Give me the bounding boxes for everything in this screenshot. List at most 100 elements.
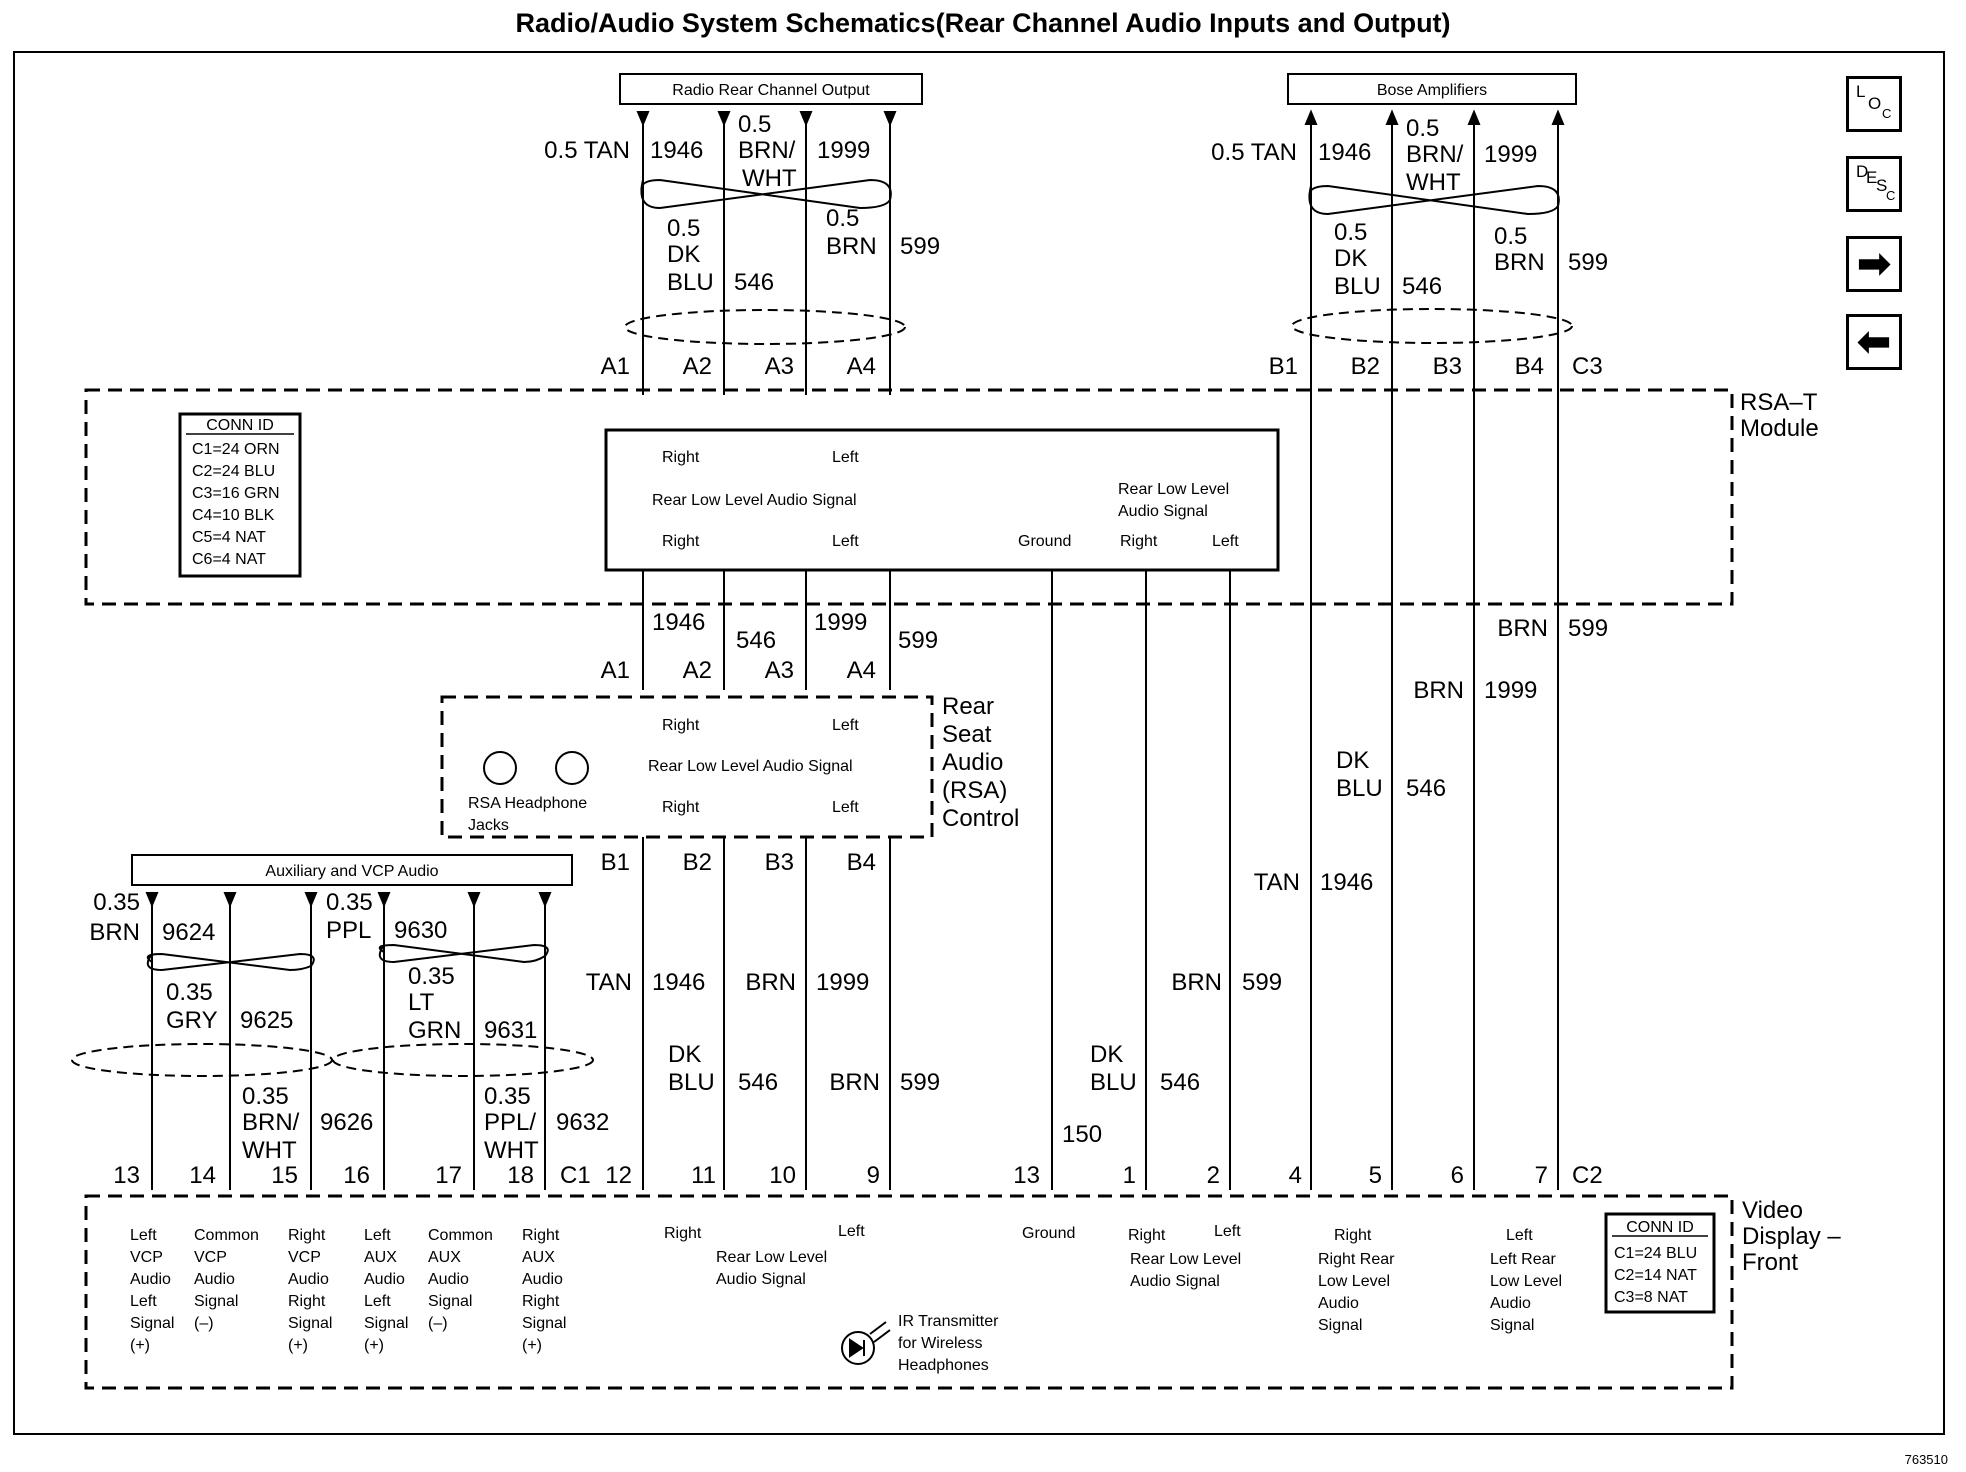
vd-t6: Signal <box>522 1315 566 1332</box>
rsat-ground: Ground <box>1018 533 1071 550</box>
rsa-signal: Rear Low Level Audio Signal <box>648 758 853 775</box>
top-left-wires <box>624 111 906 395</box>
mid-wire-labels: 1946 546 1999 599 A1 A2 A3 A4 BRN 599 BR… <box>601 609 1608 896</box>
rsa-name: Control <box>942 805 1019 832</box>
mid-wires <box>642 570 1231 1190</box>
loc-button[interactable]: L O C <box>1846 76 1902 132</box>
vd-lr3: Low Level <box>1490 1273 1562 1290</box>
headphone-jack-icon <box>483 751 517 785</box>
rsat-bot-left: Left <box>832 533 859 550</box>
aux-a3-l3: WHT <box>242 1137 297 1164</box>
mid-dk: DK <box>1336 747 1369 774</box>
vd-t6: Audio <box>522 1271 563 1288</box>
vd-t3: Audio <box>288 1271 329 1288</box>
vd-terminal-2: Common VCP Audio Signal (–) <box>194 1227 259 1332</box>
tl-w4-circuit: 546 <box>734 269 774 296</box>
rsa-pin-b1: B1 <box>601 849 630 876</box>
vd-terminal-4: Left AUX Audio Left Signal (+) <box>364 1227 408 1354</box>
vd-conn-id-title: CONN ID <box>1626 1219 1694 1236</box>
vd-lr3: Left <box>1506 1227 1533 1244</box>
vd-terminal-6: Right AUX Audio Right Signal (+) <box>522 1227 566 1354</box>
tl-w4-l2: DK <box>667 241 700 268</box>
rsa-pin-b4: B4 <box>847 849 876 876</box>
vd-t5: Common <box>428 1227 493 1244</box>
aux-a5-l3: GRN <box>408 1017 461 1044</box>
prev-arrow-button[interactable]: ⬅ <box>1846 314 1902 370</box>
vd-terminal-5: Common AUX Audio Signal (–) <box>428 1227 493 1332</box>
aux-a4-circuit: 9630 <box>394 917 447 944</box>
tr-w5-circuit: 599 <box>1568 249 1608 276</box>
mid-brn: BRN <box>1497 615 1548 642</box>
mid-blu: BLU <box>1336 775 1383 802</box>
rsat-conn-id: C3=16 GRN <box>192 485 280 502</box>
vd-lr3: Left Rear <box>1490 1251 1556 1268</box>
aux-a5-size: 0.35 <box>408 963 455 990</box>
lw-brn: BRN <box>745 969 796 996</box>
vd-t3: Right <box>288 1293 326 1310</box>
mid-tan: TAN <box>1254 869 1300 896</box>
loc-b: O <box>1868 94 1882 113</box>
vd-pin: 17 <box>435 1162 462 1189</box>
rsat-conn-id: C4=10 BLK <box>192 507 275 524</box>
tl-pin-a3: A3 <box>765 353 794 380</box>
vd-conn-id: C1=24 BLU <box>1614 1245 1697 1262</box>
vd-pin: 13 <box>113 1162 140 1189</box>
vd-t5: (–) <box>428 1315 448 1332</box>
tl-pin-a4: A4 <box>847 353 876 380</box>
rsa-name: (RSA) <box>942 777 1007 804</box>
desc-button[interactable]: D E S C <box>1846 156 1902 212</box>
vd-ground: Ground <box>1022 1225 1075 1242</box>
vd-rr-sig2: Audio Signal <box>716 1271 806 1288</box>
vd-pin: 14 <box>189 1162 216 1189</box>
vd-t1: Signal <box>130 1315 174 1332</box>
lw-ground-circuit: 150 <box>1062 1121 1102 1148</box>
mid-pin-a3: A3 <box>765 657 794 684</box>
tl-w1-size: 0.5 TAN <box>544 137 630 164</box>
rsat-conn-id-title: CONN ID <box>206 417 274 434</box>
mid-pin-a1: A1 <box>601 657 630 684</box>
aux-label: Auxiliary and VCP Audio <box>265 863 438 880</box>
aux-a6-l3: WHT <box>484 1137 539 1164</box>
rsat-top-left: Left <box>832 449 859 466</box>
rsa-jacks-l1: RSA Headphone <box>468 795 587 812</box>
rsa-name: Audio <box>942 749 1003 776</box>
aux-wires <box>71 892 594 1190</box>
vd-t4: Audio <box>364 1271 405 1288</box>
lw-c599: 599 <box>900 1069 940 1096</box>
aux-a6-l2: PPL/ <box>484 1109 536 1136</box>
tl-w3-circuit: 1999 <box>817 137 870 164</box>
rsa-pin-b2: B2 <box>683 849 712 876</box>
vd-t2: Signal <box>194 1293 238 1310</box>
aux-a2-size: 0.35 <box>166 979 213 1006</box>
vd-pin: 9 <box>867 1162 880 1189</box>
aux-a5-circuit: 9631 <box>484 1017 537 1044</box>
rsat-inner-box <box>604 428 1280 572</box>
headphone-jack-icon <box>555 751 589 785</box>
lw-r-546: 546 <box>1160 1069 1200 1096</box>
tr-w2-l2: BRN/ <box>1406 141 1464 168</box>
vd-t6: AUX <box>522 1249 555 1266</box>
tr-w5-l2: BRN <box>1494 249 1545 276</box>
vd-t2: Audio <box>194 1271 235 1288</box>
rsat-rl-l1: Rear Low Level <box>1118 481 1229 498</box>
aux-a3-size: 0.35 <box>242 1083 289 1110</box>
rsa-left-bot: Left <box>832 799 859 816</box>
aux-a3-circuit: 9626 <box>320 1109 373 1136</box>
vd-r2-sig1: Rear Low Level <box>1130 1251 1241 1268</box>
tr-pin-b2: B2 <box>1351 353 1380 380</box>
vd-t3: (+) <box>288 1337 308 1354</box>
next-arrow-button[interactable]: ➡ <box>1846 236 1902 292</box>
vd-t4: AUX <box>364 1249 397 1266</box>
right-arrow-icon: ➡ <box>1857 242 1891 286</box>
vd-pin: 7 <box>1535 1162 1548 1189</box>
rsat-conn-id: C6=4 NAT <box>192 551 266 568</box>
desc-c: S <box>1876 176 1888 195</box>
rsat-name-l2: Module <box>1740 415 1819 442</box>
vd-pin: 12 <box>605 1162 632 1189</box>
tr-w2-l1: 0.5 <box>1406 115 1439 142</box>
vd-r2-right: Right <box>1128 1227 1166 1244</box>
aux-wire-labels: 0.35 BRN 9624 0.35 GRY 9625 0.35 BRN/ WH… <box>89 889 609 1164</box>
vd-r2-sig2: Audio Signal <box>1130 1273 1220 1290</box>
video-display: Video Display – Front 13 14 15 16 17 18 … <box>84 1162 1841 1390</box>
